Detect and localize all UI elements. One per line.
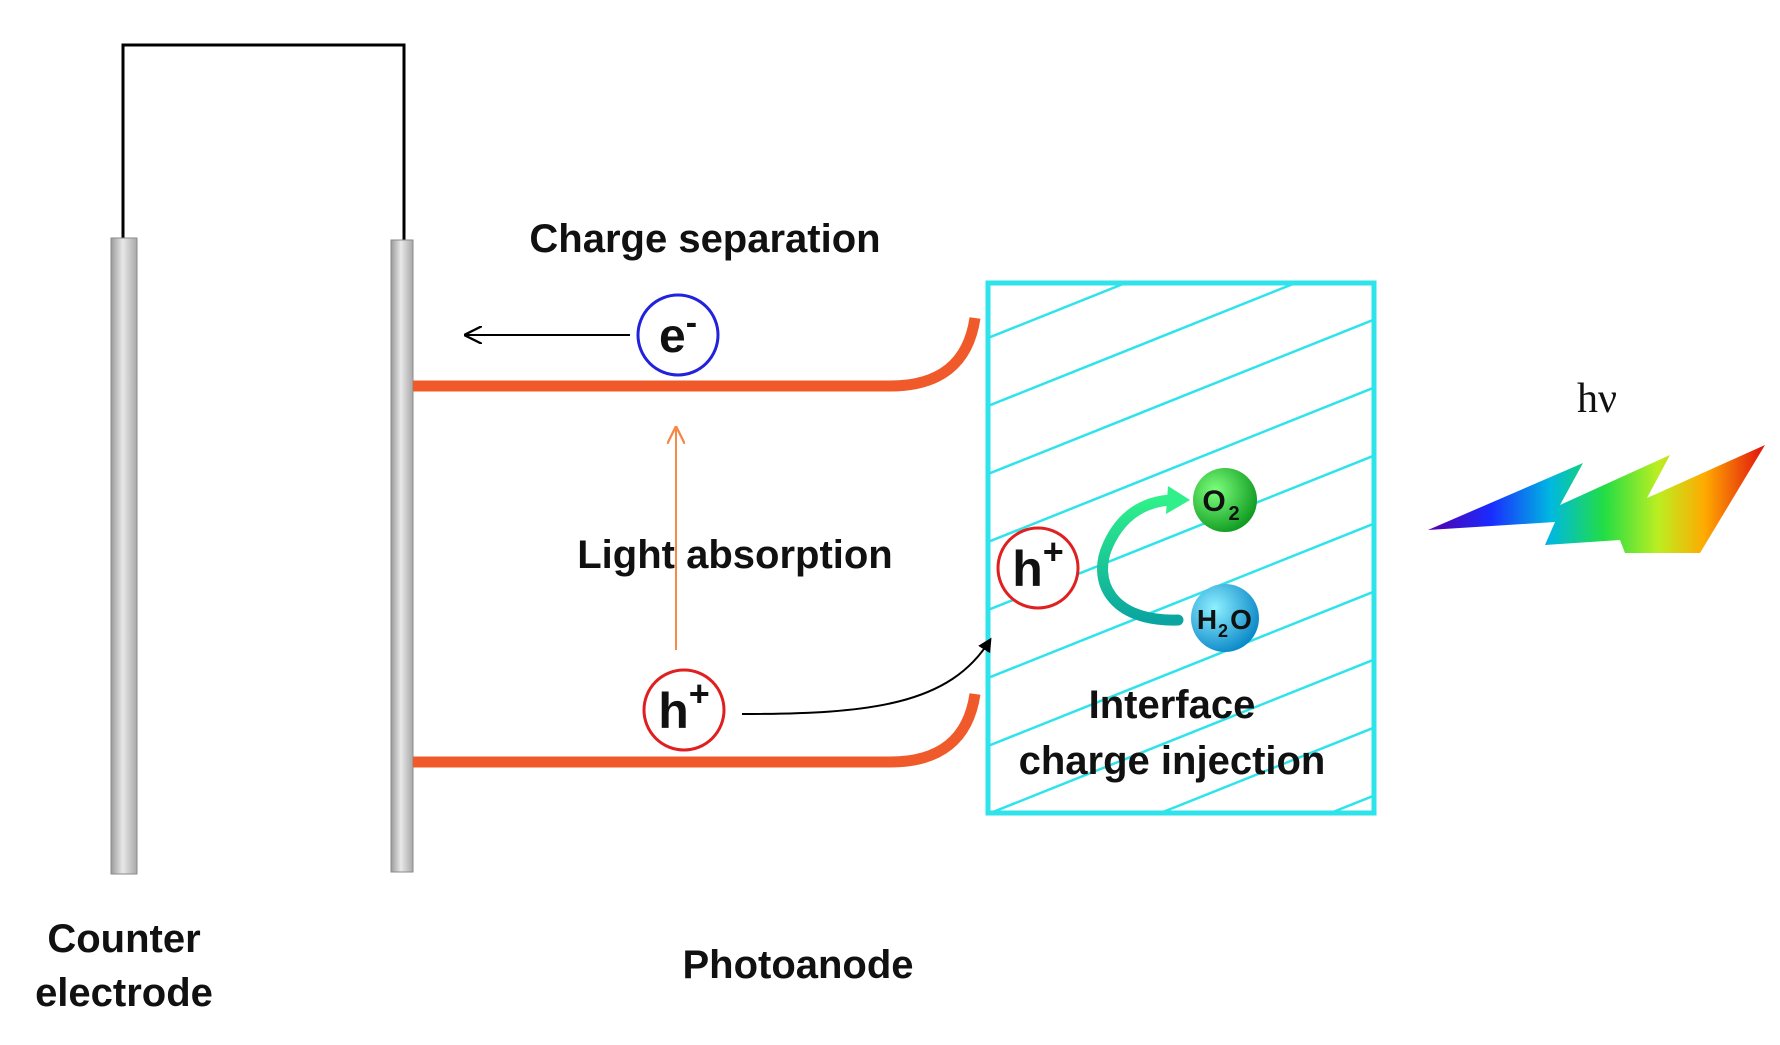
water-tail: O [1230, 604, 1252, 635]
oxygen-main: O [1202, 485, 1225, 518]
cycle-arrowhead [1166, 486, 1190, 514]
valence-band [413, 693, 981, 768]
counter-electrode-rod [110, 237, 138, 875]
svg-text:O: O [1230, 604, 1252, 635]
svg-text:H: H [1197, 604, 1217, 635]
light-energy-label: hν [1577, 376, 1617, 422]
water-oxidation-cycle-arrow [1097, 494, 1184, 626]
svg-text:O: O [1202, 485, 1225, 518]
electron-particle: e- [636, 293, 720, 377]
hole-particle-bulk: h+ [642, 668, 726, 752]
hole-bulk-symbol: h [658, 683, 689, 739]
interface-label-line1: Interface [1089, 683, 1256, 727]
interface-label-line2: charge injection [1019, 739, 1326, 783]
oxygen-sub: 2 [1228, 503, 1239, 525]
svg-text:2: 2 [1228, 503, 1239, 525]
hole-injection-arrow [741, 637, 992, 715]
svg-text:h+: h+ [658, 673, 710, 739]
oxygen-molecule: O 2 [1193, 468, 1257, 532]
hole-bulk-charge: + [689, 673, 710, 714]
electron-symbol: e [659, 310, 686, 363]
photoanode-rod [390, 239, 414, 873]
charge-separation-label: Charge separation [529, 217, 880, 261]
hole-particle-surface: h+ [996, 526, 1080, 610]
water-sub: 2 [1218, 621, 1228, 641]
svg-text:e-: e- [659, 304, 697, 363]
water-molecule: H 2 O [1191, 584, 1259, 652]
external-circuit-wire [121, 43, 406, 242]
counter-electrode-label-line2: electrode [35, 971, 213, 1015]
light-bolt-icon [1428, 445, 1765, 553]
svg-text:h+: h+ [1012, 531, 1064, 597]
electron-charge: - [686, 304, 697, 342]
svg-text:2: 2 [1218, 621, 1228, 641]
light-absorption-label: Light absorption [577, 533, 893, 577]
photoanode-label: Photoanode [682, 943, 913, 987]
conduction-band [413, 317, 981, 392]
hole-surface-symbol: h [1012, 541, 1043, 597]
hole-surface-charge: + [1043, 531, 1064, 572]
counter-electrode-label-line1: Counter [47, 917, 200, 961]
water-main: H [1197, 604, 1217, 635]
